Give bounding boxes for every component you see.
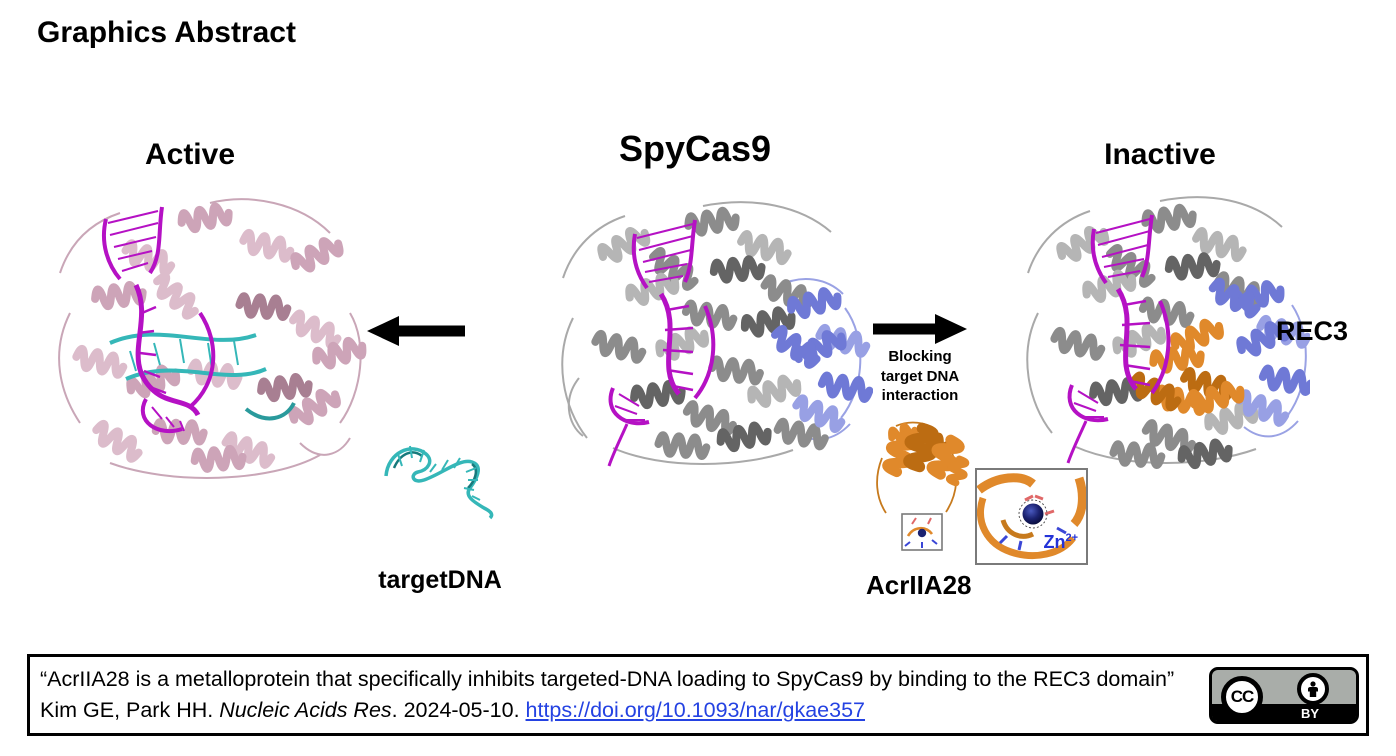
zinc-label: Zn2+ bbox=[1043, 532, 1078, 552]
left-arrow-icon bbox=[367, 316, 465, 346]
active-structure-image bbox=[58, 198, 370, 479]
acr-helices bbox=[887, 424, 967, 484]
zinc-inset-panel: Zn2+ bbox=[975, 468, 1088, 565]
inactive-structure-image bbox=[1026, 196, 1310, 483]
inactive-rna-magenta bbox=[1066, 214, 1171, 464]
cc-icon: CC bbox=[1221, 675, 1263, 718]
target-dna-image bbox=[384, 445, 494, 520]
doi-link[interactable]: https://doi.org/10.1093/nar/gkae357 bbox=[525, 698, 866, 722]
active-loops bbox=[58, 198, 362, 479]
zinc-element: Zn bbox=[1043, 532, 1066, 552]
active-label: Active bbox=[144, 138, 236, 171]
right-arrow-icon bbox=[873, 314, 967, 344]
citation-part2: . 2024-05-10. bbox=[391, 698, 526, 722]
attribution-person-icon bbox=[1297, 672, 1329, 705]
zinc-ion-small bbox=[917, 528, 927, 538]
citation-text: “AcrIIA28 is a metalloprotein that speci… bbox=[30, 660, 1209, 729]
blocking-caption: Blocking target DNA interaction bbox=[845, 347, 995, 406]
inactive-helices bbox=[1052, 206, 1265, 468]
cc-by-license-badge[interactable]: CC BY bbox=[1209, 666, 1359, 724]
rec3-label: REC3 bbox=[1276, 316, 1349, 346]
zinc-inset-image bbox=[977, 473, 1086, 559]
blocking-caption-line2: target DNA bbox=[880, 367, 960, 385]
blocking-caption-line1: Blocking bbox=[888, 348, 952, 365]
spycas9-title: SpyCas9 bbox=[618, 128, 772, 169]
inactive-loops bbox=[1026, 196, 1283, 464]
citation-journal: Nucleic Acids Res bbox=[219, 698, 392, 722]
zinc-ion-sphere bbox=[1022, 503, 1044, 525]
blocking-caption-line3: interaction bbox=[881, 387, 959, 404]
active-rna-magenta bbox=[101, 206, 216, 433]
spycas9-structure-image bbox=[561, 201, 873, 467]
spycas9-loops bbox=[561, 201, 832, 465]
inactive-rec3-loops bbox=[1243, 304, 1307, 438]
citation-part1: “AcrIIA28 is a metalloprotein that speci… bbox=[40, 667, 1175, 722]
inactive-label: Inactive bbox=[1104, 138, 1216, 171]
by-label: BY bbox=[1301, 705, 1320, 721]
citation-box: “AcrIIA28 is a metalloprotein that speci… bbox=[27, 654, 1369, 736]
acr-zinc-site-box bbox=[901, 513, 943, 551]
acriia28-label: AcrIIA28 bbox=[866, 570, 972, 600]
spycas9-rna-magenta bbox=[607, 219, 716, 467]
target-dna-label: targetDNA bbox=[378, 566, 502, 594]
active-helices bbox=[74, 204, 364, 470]
page-title: Graphics Abstract bbox=[37, 16, 296, 49]
acriia28-image bbox=[876, 418, 970, 551]
zinc-charge: 2+ bbox=[1065, 532, 1078, 544]
zinc-mesh-ring bbox=[1018, 499, 1048, 529]
